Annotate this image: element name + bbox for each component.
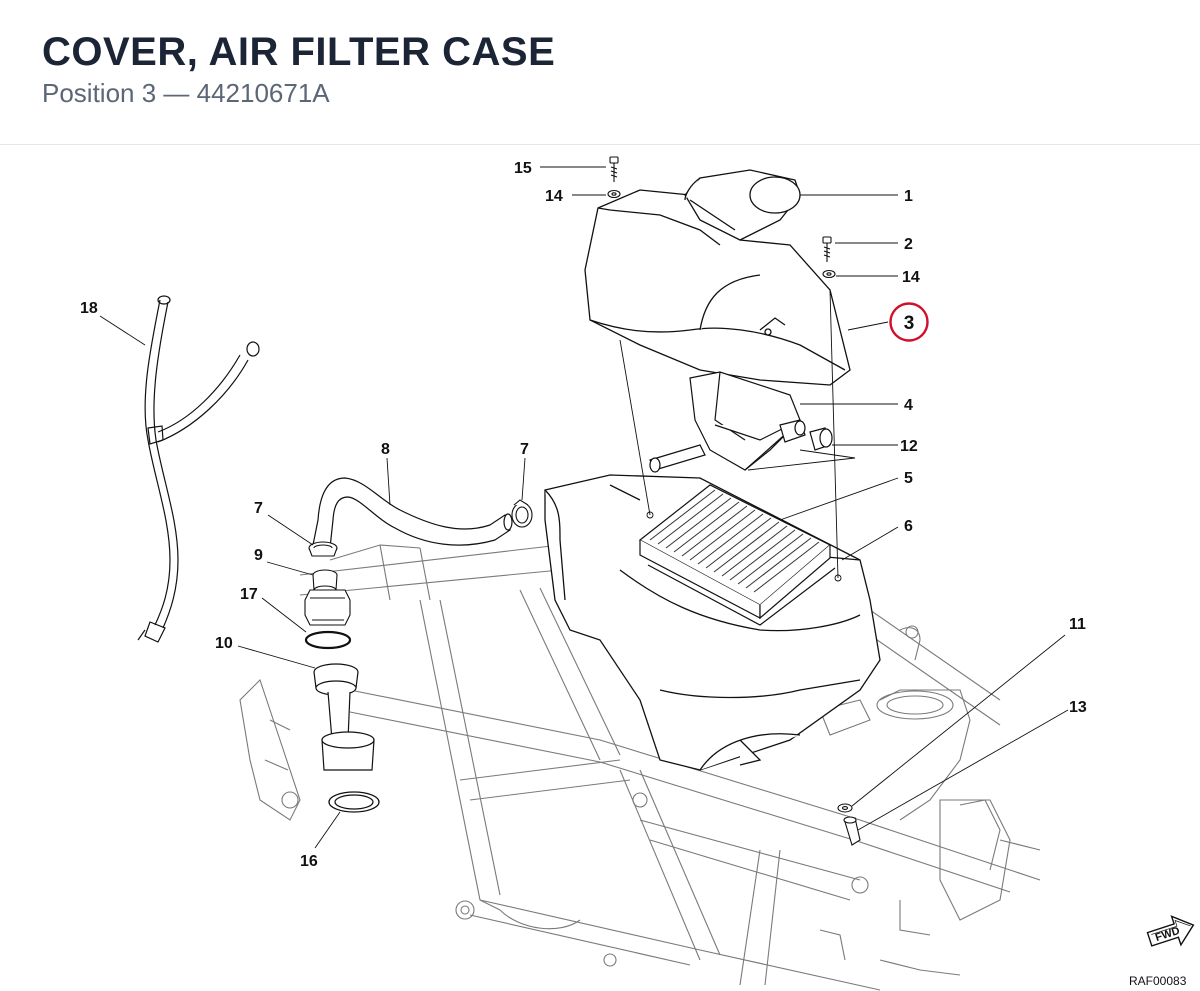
callout-2[interactable]: 2 bbox=[904, 236, 913, 253]
callout-10[interactable]: 10 bbox=[215, 635, 233, 652]
air-box-bracket bbox=[649, 371, 806, 473]
leader-lines bbox=[99, 166, 1069, 849]
callout-7-right[interactable]: 7 bbox=[520, 441, 529, 458]
callout-5[interactable]: 5 bbox=[904, 470, 913, 487]
o-ring-17 bbox=[304, 630, 352, 650]
callout-4[interactable]: 4 bbox=[904, 397, 913, 414]
callout-13[interactable]: 13 bbox=[1069, 699, 1087, 716]
callout-3[interactable]: 3 bbox=[904, 313, 915, 334]
washer-14-top bbox=[607, 189, 621, 199]
callout-labels: 15 14 1 2 14 4 12 5 6 18 8 7 7 9 17 10 1… bbox=[80, 160, 1087, 870]
callout-6[interactable]: 6 bbox=[904, 518, 913, 535]
drawing-reference: RAF00083 bbox=[1129, 974, 1187, 988]
washer-11 bbox=[837, 803, 853, 813]
breather-hose bbox=[312, 477, 513, 549]
hose-clamp-7-left bbox=[308, 541, 338, 557]
hose-clamp-7-right bbox=[511, 499, 533, 528]
screw-15 bbox=[609, 156, 619, 182]
highlighted-callout-3[interactable]: 3 bbox=[889, 302, 929, 342]
drain-housing bbox=[304, 589, 351, 626]
page-subtitle: Position 3 — 44210671A bbox=[42, 78, 330, 108]
highlight-ring bbox=[889, 302, 929, 342]
alignment-lines bbox=[619, 289, 842, 582]
callout-18[interactable]: 18 bbox=[80, 300, 98, 317]
page-title: COVER, AIR FILTER CASE bbox=[42, 30, 556, 74]
callout-1[interactable]: 1 bbox=[904, 188, 913, 205]
air-filter-case-cover bbox=[584, 189, 851, 386]
callout-9[interactable]: 9 bbox=[254, 547, 263, 564]
callout-12[interactable]: 12 bbox=[900, 438, 918, 455]
o-ring-16 bbox=[328, 791, 380, 813]
drain-hose-18 bbox=[137, 295, 260, 643]
screw-13 bbox=[843, 816, 861, 846]
callout-14-right[interactable]: 14 bbox=[902, 269, 920, 286]
callout-15[interactable]: 15 bbox=[514, 160, 532, 177]
callout-11[interactable]: 11 bbox=[1069, 616, 1086, 633]
washer-14-right bbox=[822, 269, 836, 279]
callout-8[interactable]: 8 bbox=[381, 441, 390, 458]
air-filter-element bbox=[638, 484, 836, 626]
grommet bbox=[809, 427, 833, 451]
motorcycle-frame bbox=[239, 544, 1041, 991]
callout-16[interactable]: 16 bbox=[300, 853, 318, 870]
drain-tube-10 bbox=[313, 663, 375, 771]
callout-14-top[interactable]: 14 bbox=[545, 188, 563, 205]
fwd-arrow-icon: FWD bbox=[1146, 915, 1195, 947]
screw-2 bbox=[822, 236, 832, 262]
callout-17[interactable]: 17 bbox=[240, 586, 258, 603]
callout-7-left[interactable]: 7 bbox=[254, 500, 263, 517]
page-header: COVER, AIR FILTER CASE Position 3 — 4421… bbox=[0, 0, 1200, 145]
